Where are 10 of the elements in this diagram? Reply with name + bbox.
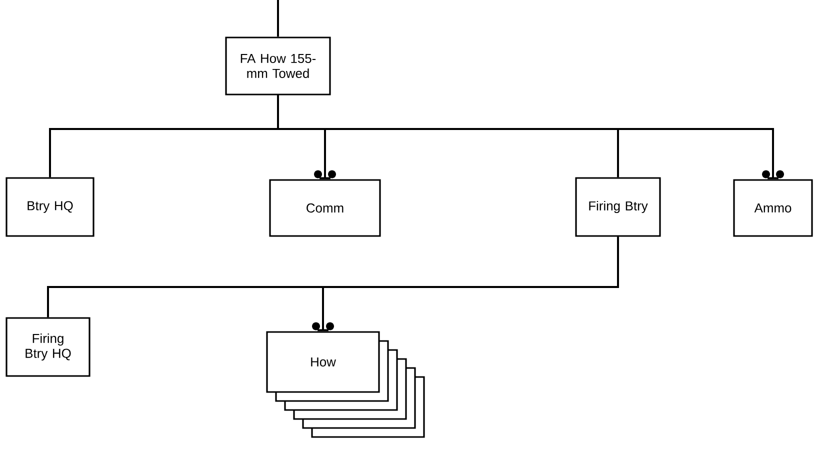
unit-box: Btry HQ: [6, 177, 94, 237]
unit-box: Ammo: [733, 179, 813, 237]
unit-box: How: [266, 331, 380, 393]
connector-line: [312, 236, 619, 332]
unit-box: Firing Btry HQ: [6, 317, 90, 377]
unit-box: FA How 155-mm Towed: [225, 36, 331, 96]
unit-box: Firing Btry: [575, 177, 661, 237]
connector-line: [277, 95, 784, 180]
connector-line: [277, 0, 279, 37]
unit-box: Comm: [269, 179, 381, 237]
